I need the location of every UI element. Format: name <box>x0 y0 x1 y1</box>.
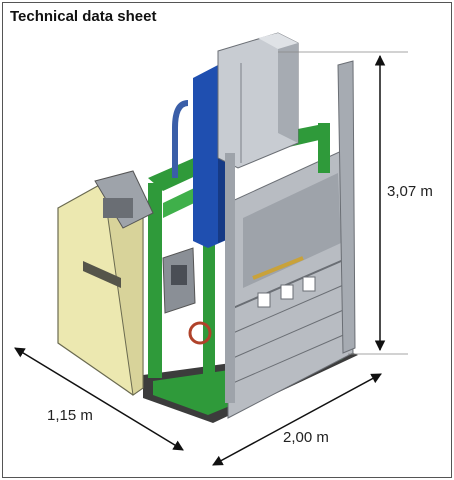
height-dimension-line <box>278 51 408 355</box>
baler-machine-illustration <box>14 32 408 466</box>
width-label: 2,00 m <box>283 429 329 446</box>
door-panel <box>57 170 154 396</box>
depth-dimension-line <box>14 347 184 451</box>
press-housing <box>217 32 299 169</box>
height-label: 3,07 m <box>387 183 433 200</box>
sheet-title: Technical data sheet <box>10 8 157 25</box>
main-chamber <box>227 147 354 419</box>
side-rails <box>225 60 356 403</box>
width-dimension-line <box>212 373 382 466</box>
control-panel <box>162 247 212 345</box>
depth-label: 1,15 m <box>47 407 93 424</box>
